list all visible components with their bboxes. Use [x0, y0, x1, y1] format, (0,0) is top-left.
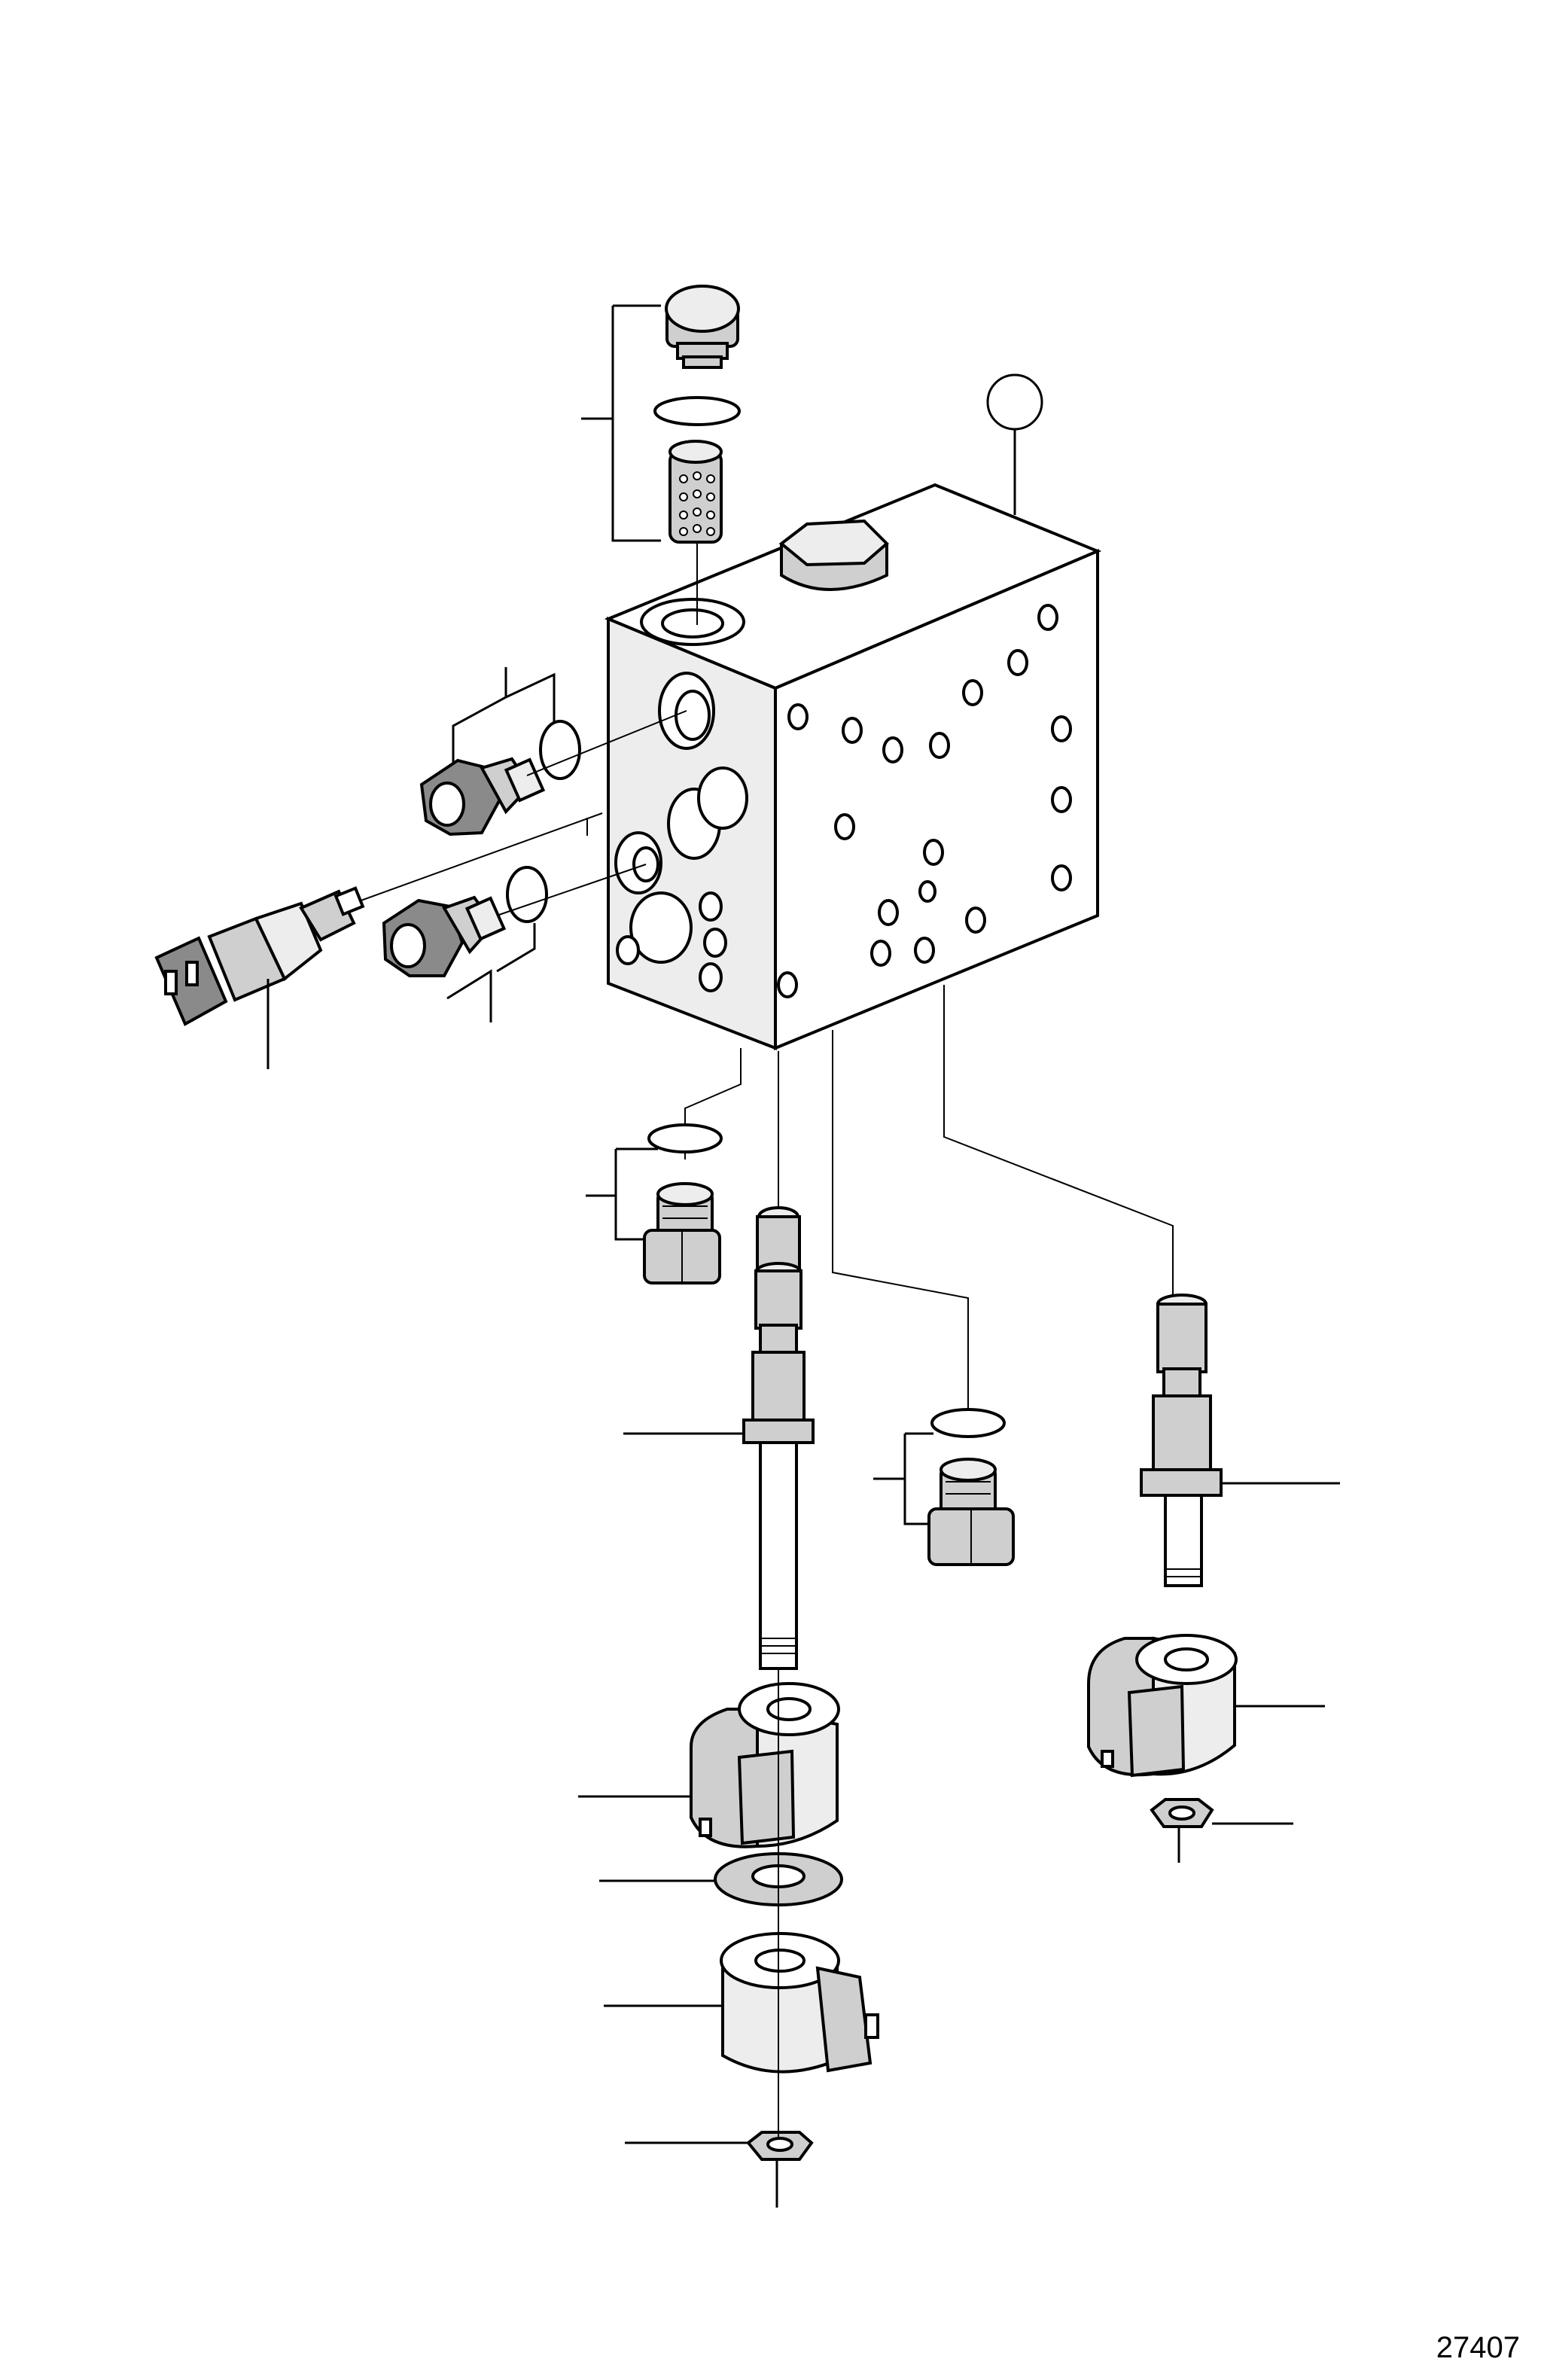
left-coil [578, 1682, 840, 1848]
right-coil [1087, 1634, 1325, 1863]
lower-fitting-group [382, 864, 647, 1022]
filter-plug-group [581, 285, 741, 625]
check-plug-middle-group [873, 1408, 1015, 1566]
valve-block [604, 483, 1102, 1050]
washer [599, 1852, 843, 1906]
pressure-sensor [154, 812, 603, 1069]
lower-nut [625, 2131, 814, 2208]
check-plug-left-group [586, 1123, 723, 1284]
left-solenoid-cartridge [623, 1206, 815, 1670]
top-plug [778, 519, 889, 591]
upper-fitting-group [419, 667, 687, 837]
o-ring [653, 396, 741, 426]
right-solenoid-cartridge [1140, 1294, 1340, 1587]
assembly-line-d [943, 985, 1174, 1295]
lower-coil [604, 1932, 879, 2074]
callout-circle [986, 373, 1043, 515]
assembly-line-c [832, 1030, 969, 1416]
figure-number: 27407 [1436, 2331, 1520, 2364]
